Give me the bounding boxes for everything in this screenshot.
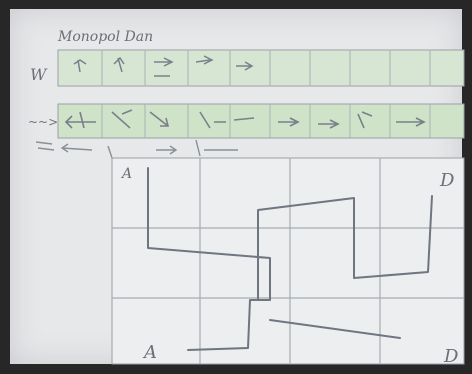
row1-label: W [30, 65, 48, 84]
corner-label-top-right: D [439, 170, 455, 191]
scribble-notes [36, 140, 238, 158]
corner-label-bottom-left: A [142, 342, 157, 363]
row2-label: ~~> [28, 115, 58, 129]
sketch-title: Monopol Dan [57, 29, 153, 45]
corner-label-bottom-right: D [443, 346, 459, 367]
arrow-strip-2 [58, 104, 464, 138]
path-grid [112, 158, 464, 364]
arrow-strip-1 [58, 50, 464, 86]
corner-label-top-left: A [120, 166, 132, 182]
